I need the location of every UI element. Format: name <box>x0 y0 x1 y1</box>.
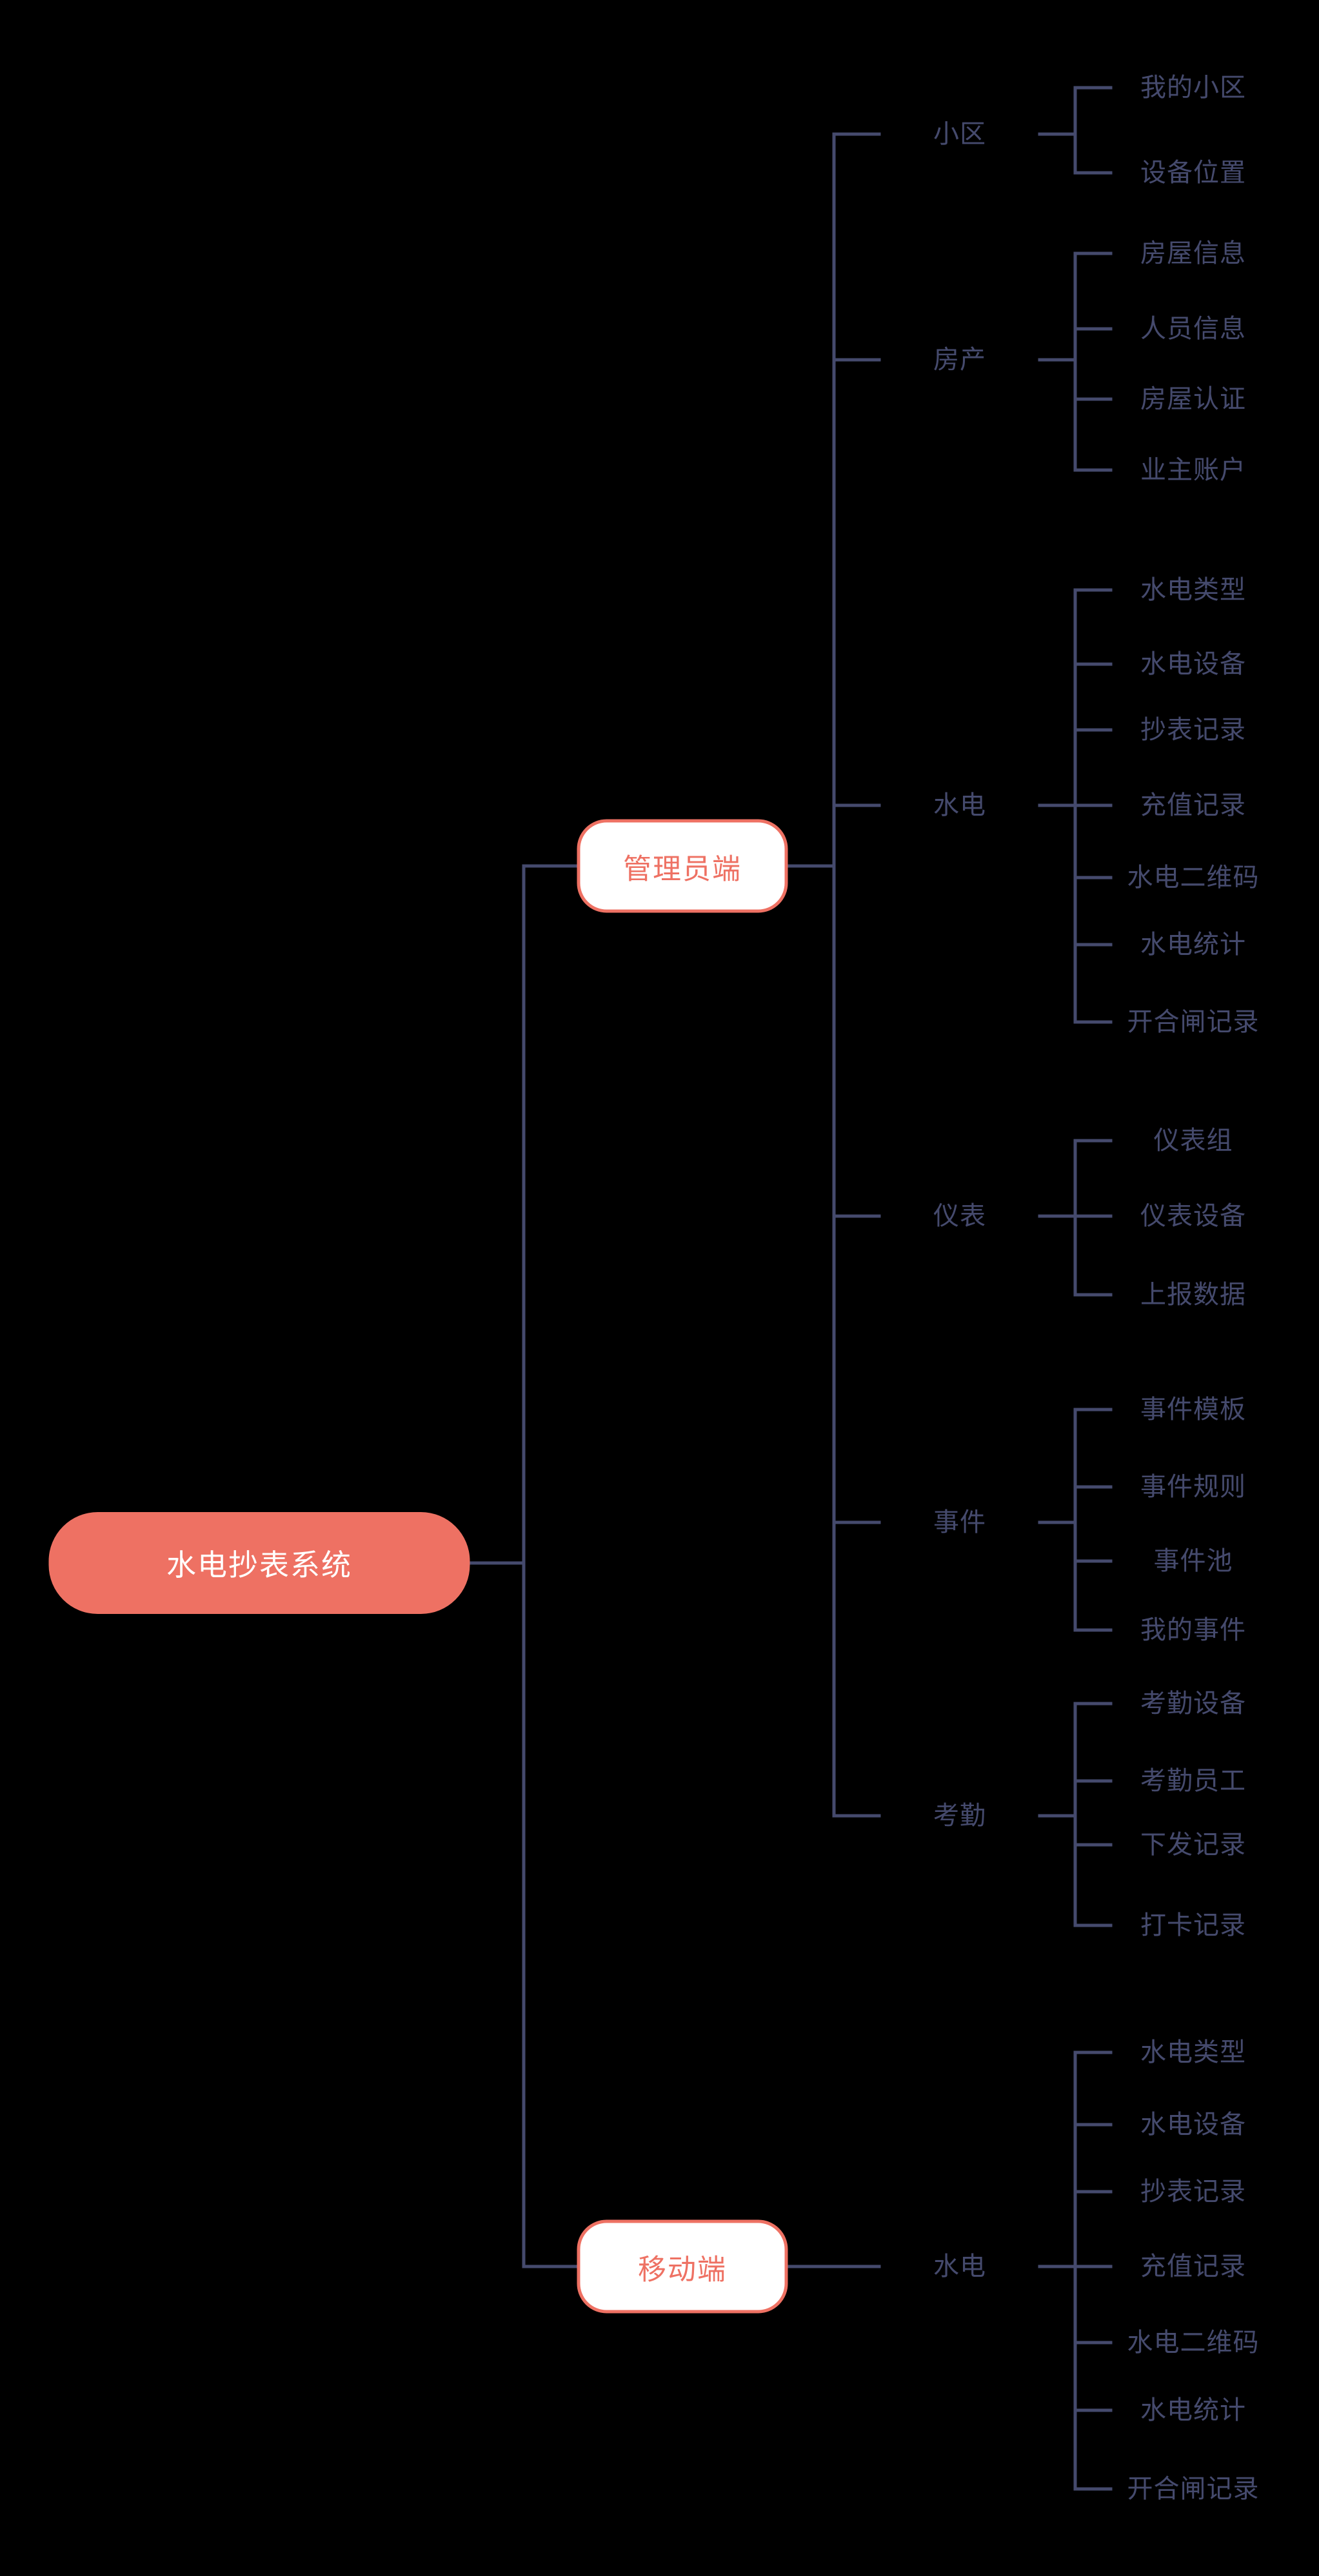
leaf-node[interactable]: 开合闸记录 <box>1127 2475 1260 2503</box>
leaf-node[interactable]: 抄表记录 <box>1140 716 1246 744</box>
leaf-node[interactable]: 下发记录 <box>1140 1831 1246 1859</box>
leaf-node[interactable]: 抄表记录 <box>1140 2178 1246 2206</box>
leaf-node[interactable]: 房屋信息 <box>1140 239 1246 268</box>
category-node[interactable]: 水电 <box>933 2252 986 2281</box>
leaf-node[interactable]: 事件模板 <box>1140 1395 1246 1424</box>
leaf-node[interactable]: 水电设备 <box>1140 2110 1246 2139</box>
leaf-node[interactable]: 房屋认证 <box>1140 385 1246 413</box>
category-node[interactable]: 仪表 <box>933 1202 986 1230</box>
branch-node[interactable]: 移动端 <box>577 2219 788 2314</box>
leaf-node[interactable]: 水电类型 <box>1140 576 1246 604</box>
leaf-node[interactable]: 考勤员工 <box>1140 1767 1246 1795</box>
leaf-node[interactable]: 我的事件 <box>1140 1616 1246 1644</box>
category-node[interactable]: 事件 <box>933 1508 986 1537</box>
leaf-node[interactable]: 水电类型 <box>1140 2038 1246 2067</box>
leaf-node[interactable]: 事件规则 <box>1140 1473 1246 1501</box>
leaf-node[interactable]: 仪表组 <box>1153 1126 1233 1155</box>
category-node[interactable]: 小区 <box>933 120 986 148</box>
leaf-node[interactable]: 水电二维码 <box>1127 2328 1260 2357</box>
leaf-node[interactable]: 水电设备 <box>1140 650 1246 678</box>
root-node[interactable]: 水电抄表系统 <box>48 1512 470 1614</box>
leaf-node[interactable]: 开合闸记录 <box>1127 1008 1260 1036</box>
leaf-node[interactable]: 水电二维码 <box>1127 863 1260 892</box>
leaf-node[interactable]: 我的小区 <box>1140 74 1246 102</box>
category-node[interactable]: 考勤 <box>933 1802 986 1830</box>
leaf-node[interactable]: 充值记录 <box>1140 2252 1246 2281</box>
leaf-node[interactable]: 水电统计 <box>1140 930 1246 959</box>
category-node[interactable]: 水电 <box>933 791 986 820</box>
leaf-node[interactable]: 仪表设备 <box>1140 1202 1246 1230</box>
category-node[interactable]: 房产 <box>933 346 986 374</box>
leaf-node[interactable]: 考勤设备 <box>1140 1689 1246 1718</box>
leaf-node[interactable]: 水电统计 <box>1140 2396 1246 2424</box>
leaf-node[interactable]: 设备位置 <box>1140 159 1246 187</box>
leaf-node[interactable]: 上报数据 <box>1140 1281 1246 1309</box>
leaf-node[interactable]: 打卡记录 <box>1140 1911 1246 1940</box>
leaf-node[interactable]: 人员信息 <box>1140 315 1246 343</box>
leaf-node[interactable]: 事件池 <box>1153 1547 1233 1575</box>
branch-node[interactable]: 管理员端 <box>577 819 788 913</box>
leaf-node[interactable]: 业主账户 <box>1140 456 1246 484</box>
leaf-node[interactable]: 充值记录 <box>1140 791 1246 820</box>
